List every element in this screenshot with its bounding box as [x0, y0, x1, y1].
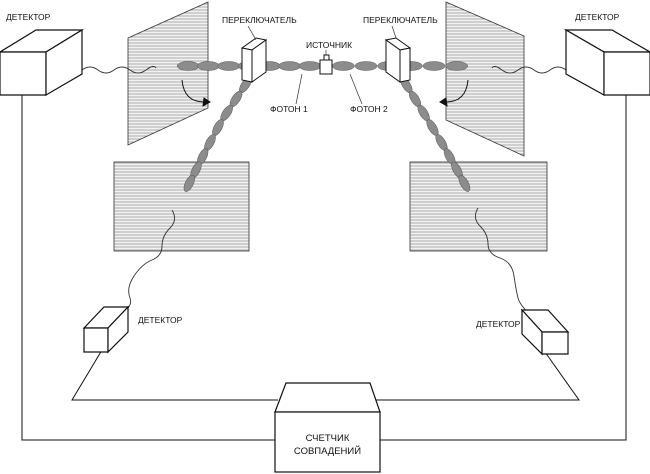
photon-path-right-down: [400, 76, 471, 192]
switch-right: [384, 37, 412, 83]
photon-blob: [458, 174, 471, 192]
photon-blob: [217, 61, 240, 71]
photon-blob: [445, 61, 468, 71]
source: [319, 54, 333, 75]
label-photon-2: ФОТОН 2: [350, 104, 388, 114]
switch-left: [240, 37, 268, 83]
label-pointers: [247, 25, 397, 105]
photon-blob: [278, 61, 301, 71]
arrow-left: [181, 79, 211, 107]
photon-blob: [176, 61, 200, 71]
arrow-right: [439, 79, 469, 107]
screen-upper-left: [127, 1, 209, 146]
photon-blob: [332, 61, 355, 71]
coincidence-counter: [274, 382, 381, 473]
detector-bottom-left: [82, 305, 130, 354]
label-detector-bottom-right: ДЕТЕКТОР: [476, 319, 521, 329]
label-detector-top-left: ДЕТЕКТОР: [6, 12, 51, 22]
label-switch-right: ПЕРЕКЛЮЧАТЕЛЬ: [363, 15, 438, 25]
screen-upper-right: [445, 1, 525, 157]
label-detector-bottom-left: ДЕТЕКТОР: [138, 315, 183, 325]
screen-lower-left: [113, 161, 250, 252]
counter-label-line2: СОВПАДЕНИЙ: [294, 445, 361, 457]
screen-lower-right: [409, 161, 548, 252]
label-photon-1: ФОТОН 1: [270, 104, 308, 114]
detector-top-left: [0, 28, 85, 97]
photon-blob: [197, 61, 220, 71]
detector-top-right: [563, 28, 650, 97]
photon-blob: [183, 174, 195, 192]
photon-blob: [354, 61, 378, 71]
label-switch-left: ПЕРЕКЛЮЧАТЕЛЬ: [222, 15, 297, 25]
photon-blob: [298, 61, 322, 71]
counter-label-line1: СЧЕТЧИК: [306, 433, 350, 444]
wiring: [21, 95, 627, 441]
label-detector-top-right: ДЕТЕКТОР: [575, 12, 620, 22]
detector-bottom-right: [520, 308, 570, 356]
label-source: ИСТОЧНИК: [306, 40, 352, 50]
photon-blob: [422, 61, 446, 71]
